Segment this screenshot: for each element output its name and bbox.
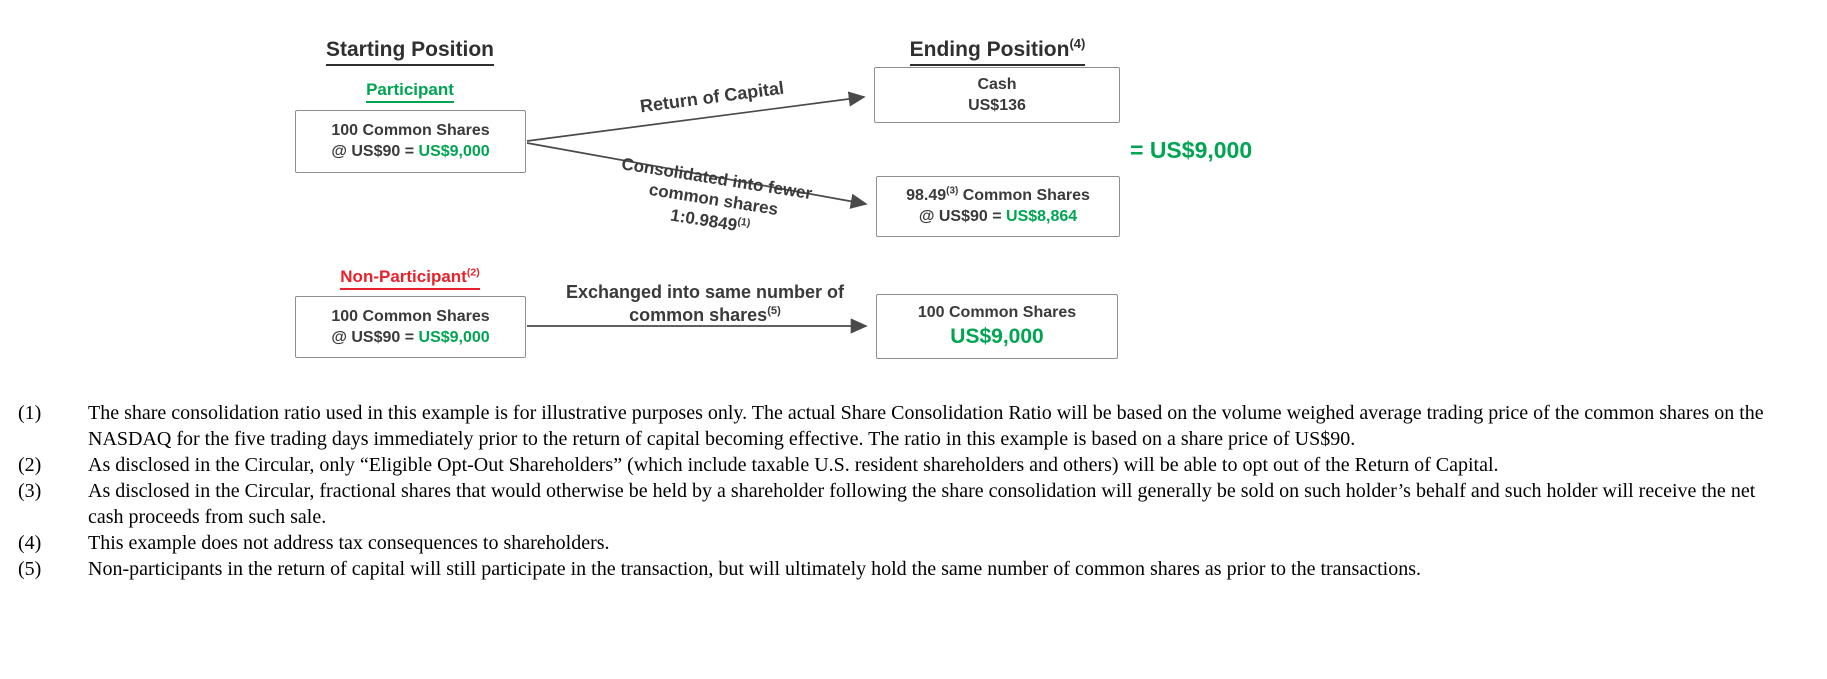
footnote-text: This example does not address tax conseq… xyxy=(88,532,610,554)
consolidated-shares-value-line: @ US$90 = US$8,864 xyxy=(918,208,1078,225)
ending-position-footnote-ref: (4) xyxy=(1069,36,1086,51)
footnote: (5) Non-participants in the return of ca… xyxy=(18,556,1795,582)
ending-position-header: Ending Position(4) xyxy=(880,36,1115,66)
np-result-title: 100 Common Shares xyxy=(917,304,1077,321)
share-consolidation-diagram: Starting Position Ending Position(4) Par… xyxy=(295,36,1253,359)
footnote: (1) The share consolidation ratio used i… xyxy=(18,400,1795,452)
non-participant-start-box: 100 Common Shares @ US$90 = US$9,000 xyxy=(295,296,526,358)
footnote-text: As disclosed in the Circular, fractional… xyxy=(88,480,1756,528)
cash-result-box: Cash US$136 xyxy=(874,67,1120,123)
footnote-number: (4) xyxy=(18,532,42,554)
non-participant-footnote-ref: (2) xyxy=(466,266,480,279)
participant-label: Participant xyxy=(300,80,520,103)
footnote: (2) As disclosed in the Circular, only “… xyxy=(18,452,1795,478)
starting-position-header: Starting Position xyxy=(300,38,520,66)
participant-value-line: @ US$90 = US$9,000 xyxy=(331,143,490,160)
consolidation-footnote-ref: (1) xyxy=(736,214,752,229)
footnote: (4) This example does not address tax co… xyxy=(18,530,1795,556)
footnote-number: (2) xyxy=(18,454,42,476)
arrow-lines xyxy=(526,91,868,334)
non-participant-result-box: 100 Common Shares US$9,000 xyxy=(876,294,1118,359)
footnote: (3) As disclosed in the Circular, fracti… xyxy=(18,478,1795,530)
shares-footnote-ref: (3) xyxy=(946,185,959,197)
footnotes-section: (1) The share consolidation ratio used i… xyxy=(0,392,1827,582)
starting-position-label: Starting Position xyxy=(326,38,494,66)
footnote-text: The share consolidation ratio used in th… xyxy=(88,402,1764,450)
np-result-value: US$9,000 xyxy=(950,325,1044,348)
footnote-number: (1) xyxy=(18,402,42,424)
footnote-text: As disclosed in the Circular, only “Elig… xyxy=(88,454,1499,476)
cash-title: Cash xyxy=(977,75,1017,93)
footnote-number: (5) xyxy=(18,558,42,580)
consolidated-shares-box: 98.49(3) Common Shares @ US$90 = US$8,86… xyxy=(876,176,1120,237)
non-participant-label: Non-Participant(2) xyxy=(300,267,520,290)
consolidated-shares-title: 98.49(3) Common Shares xyxy=(906,185,1090,204)
footnote-number: (3) xyxy=(18,480,42,502)
exchange-label: Exchanged into same number of common sha… xyxy=(565,282,845,325)
footnote-text: Non-participants in the return of capita… xyxy=(88,558,1421,580)
ending-position-label: Ending Position xyxy=(909,38,1070,61)
participant-shares-line: 100 Common Shares xyxy=(331,122,490,139)
equals-total: = US$9,000 xyxy=(1130,137,1253,163)
exchange-footnote-ref: (5) xyxy=(767,304,781,317)
return-of-capital-arrow xyxy=(526,91,866,142)
cash-value: US$136 xyxy=(968,96,1026,114)
participant-start-box: 100 Common Shares @ US$90 = US$9,000 xyxy=(295,110,526,173)
np-shares-line: 100 Common Shares xyxy=(331,307,490,325)
np-value-line: @ US$90 = US$9,000 xyxy=(331,328,490,346)
consolidation-arrow xyxy=(526,142,868,209)
